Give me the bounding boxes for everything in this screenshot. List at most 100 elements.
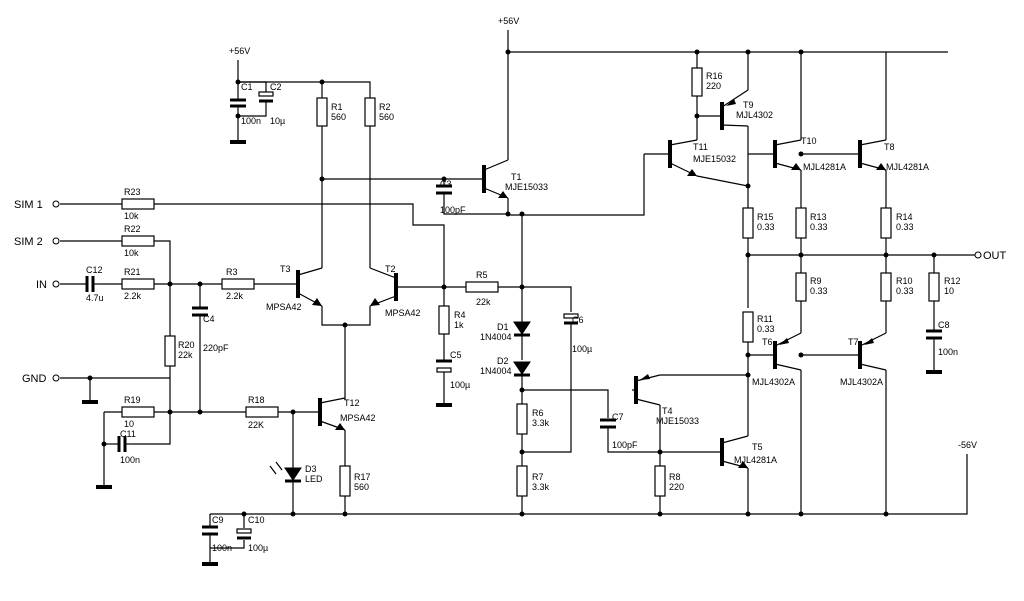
r7-ref: R7 (532, 472, 544, 482)
t10-val: MJL4281A (803, 162, 846, 172)
c6-val: 100µ (572, 344, 592, 354)
rail-pos-label: +56V (229, 46, 250, 56)
c1-val: 100n (241, 116, 261, 126)
diode-symbols (269, 312, 531, 483)
c6-ref: C6 (572, 315, 584, 325)
r8-val: 220 (669, 482, 684, 492)
labels: +56V +56V -56V SIM 1 SIM 2 IN GND OUT R1… (14, 16, 1007, 553)
c3-ref: C3 (440, 179, 452, 189)
r6-val: 3.3k (532, 418, 550, 428)
t11-ref: T11 (693, 142, 708, 152)
r16-val: 220 (706, 81, 721, 91)
c11-val: 100n (120, 455, 140, 465)
r4-ref: R4 (454, 310, 466, 320)
r20-ref: R20 (178, 340, 195, 350)
d3-ref: D3 (305, 464, 317, 474)
r19-ref: R19 (124, 395, 141, 405)
rail-pos2-label: +56V (498, 16, 519, 26)
c11-ref: C11 (120, 429, 136, 439)
c8-val: 100n (938, 347, 958, 357)
t5-ref: T5 (752, 442, 763, 452)
r10-val: 0.33 (896, 286, 914, 296)
r14-ref: R14 (896, 212, 913, 222)
r17-val: 560 (354, 482, 369, 492)
c5-val: 100µ (450, 380, 470, 390)
c5-ref: C5 (450, 350, 462, 360)
junctions (87, 49, 937, 517)
r15-ref: R15 (757, 212, 774, 222)
d3-val: LED (305, 474, 323, 484)
c4-ref: C4 (203, 314, 215, 324)
t1-val: MJE15033 (505, 182, 548, 192)
r23-ref: R23 (124, 187, 141, 197)
r12-ref: R12 (944, 276, 961, 286)
r17-ref: R17 (354, 472, 371, 482)
gnd-label: GND (22, 373, 47, 385)
c7-ref: C7 (612, 412, 624, 422)
r3-ref: R3 (226, 267, 238, 277)
t8-val: MJL4281A (886, 162, 929, 172)
r21-val: 2.2k (124, 291, 142, 301)
d1-ref: D1 (497, 322, 509, 332)
r14-val: 0.33 (896, 222, 914, 232)
r6-ref: R6 (532, 408, 544, 418)
terminals (52, 200, 982, 382)
r7-val: 3.3k (532, 482, 550, 492)
c9-ref: C9 (212, 515, 224, 525)
c3-val: 100pF (440, 205, 466, 215)
r9-val: 0.33 (810, 286, 828, 296)
c7-val: 100pF (612, 440, 638, 450)
r1-ref: R1 (331, 102, 343, 112)
t8-ref: T8 (884, 142, 895, 152)
resistor-bodies (121, 67, 940, 497)
r4-val: 1k (454, 320, 464, 330)
r13-ref: R13 (810, 212, 827, 222)
c8-ref: C8 (938, 320, 950, 330)
t12-val: MPSA42 (340, 413, 376, 423)
t9-val: MJL4302 (736, 110, 773, 120)
sim2-label: SIM 2 (14, 236, 43, 248)
t4-ref: T4 (662, 406, 673, 416)
r18-val: 22K (248, 420, 264, 430)
r2-val: 560 (379, 112, 394, 122)
r8-ref: R8 (669, 472, 681, 482)
r19-val: 10 (124, 419, 134, 429)
c4-val: 220pF (203, 343, 229, 353)
r15-val: 0.33 (757, 222, 775, 232)
t1-ref: T1 (511, 172, 522, 182)
c12-val: 4.7u (86, 293, 104, 303)
t10-ref: T10 (801, 136, 817, 146)
t5-val: MJL4281A (734, 455, 777, 465)
t2-ref: T2 (385, 264, 396, 274)
d2-ref: D2 (497, 356, 509, 366)
t11-val: MJE15032 (693, 154, 736, 164)
r11-ref: R11 (757, 314, 773, 324)
r1-val: 560 (331, 112, 346, 122)
r18-ref: R18 (248, 395, 265, 405)
rail-neg-label: -56V (958, 440, 977, 450)
d2-val: 1N4004 (480, 366, 512, 376)
r23-val: 10k (124, 211, 139, 221)
c2-val: 10µ (270, 116, 285, 126)
ground-symbols (82, 140, 942, 566)
c10-val: 100µ (248, 543, 268, 553)
c12-ref: C12 (86, 265, 103, 275)
d1-val: 1N4004 (480, 332, 512, 342)
t4-val: MJE15033 (656, 416, 699, 426)
t12-ref: T12 (344, 398, 360, 408)
r12-val: 10 (944, 286, 954, 296)
t7-val: MJL4302A (840, 377, 883, 387)
t3-val: MPSA42 (266, 302, 302, 312)
t3-ref: T3 (280, 264, 291, 274)
r9-ref: R9 (810, 276, 822, 286)
t9-ref: T9 (743, 100, 754, 110)
r20-val: 22k (178, 350, 193, 360)
t7-ref: T7 (848, 337, 859, 347)
r16-ref: R16 (706, 71, 723, 81)
t2-val: MPSA42 (385, 308, 421, 318)
r11-val: 0.33 (757, 324, 775, 334)
transistor-symbols (296, 89, 887, 469)
c1-ref: C1 (241, 82, 253, 92)
r13-val: 0.33 (810, 222, 828, 232)
